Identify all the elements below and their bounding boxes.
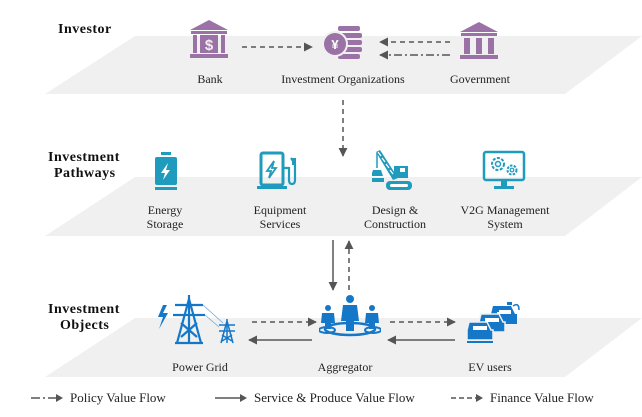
node-label-investment-organizations: Investment Organizations: [281, 72, 405, 86]
charging-station-icon: [257, 151, 297, 189]
power-tower-icon: [158, 295, 235, 345]
node-label-ev-users: EV users: [468, 360, 512, 374]
node-label-design-construction: Design & Construction: [350, 203, 440, 231]
legend-label-service: Service & Produce Value Flow: [254, 390, 415, 405]
node-label-v2g-management-system-line2: System: [487, 217, 523, 231]
battery-icon: [155, 152, 177, 190]
node-label-design-construction-line2: Construction: [364, 217, 426, 231]
government-building-icon: [460, 22, 498, 59]
node-label-v2g-management-system: V2G Management System: [450, 203, 560, 231]
node-label-government: Government: [450, 72, 510, 86]
pathways-plane: [45, 177, 642, 236]
legend-item-service: Service & Produce Value Flow: [214, 390, 415, 406]
lightning-bolt-icon: [158, 305, 168, 329]
node-label-energy-storage-line2: Storage: [146, 217, 184, 231]
svg-text:¥: ¥: [331, 37, 339, 52]
finance-flow-arrow-icon: [451, 394, 483, 402]
node-label-design-construction-line1: Design &: [371, 203, 419, 217]
legend-label-policy: Policy Value Flow: [70, 390, 166, 405]
layer-label-pathways-line2: Pathways: [54, 166, 116, 181]
legend-item-finance: Finance Value Flow: [450, 390, 594, 406]
legend-item-policy: Policy Value Flow: [30, 390, 166, 406]
layer-label-pathways-line1: Investment: [48, 150, 120, 165]
people-group-icon: [319, 295, 381, 337]
crane-icon: [372, 150, 412, 190]
monitor-gears-icon: [482, 150, 526, 189]
node-label-bank: Bank: [197, 72, 223, 86]
layer-label-objects-line1: Investment: [48, 302, 120, 317]
legend-label-finance: Finance Value Flow: [490, 390, 594, 405]
node-label-energy-storage: Energy Storage: [135, 203, 195, 231]
service-flow-arrow-icon: [215, 394, 247, 402]
layer-label-objects-line2: Objects: [60, 318, 110, 333]
layer-label-objects: Investment Objects: [48, 302, 120, 334]
layer-label-pathways: Investment Pathways: [48, 150, 120, 182]
node-label-equipment-services-line2: Services: [259, 217, 301, 231]
policy-flow-arrow-icon: [31, 394, 63, 402]
node-label-equipment-services: Equipment Services: [240, 203, 320, 231]
bank-dollar-icon: $: [190, 20, 228, 58]
node-label-energy-storage-line1: Energy: [147, 203, 183, 217]
node-label-v2g-management-system-line1: V2G Management: [460, 203, 550, 217]
electric-cars-icon: [466, 302, 520, 343]
svg-text:$: $: [205, 37, 214, 54]
node-label-aggregator: Aggregator: [317, 360, 373, 374]
layer-label-investor: Investor: [58, 22, 112, 37]
node-label-power-grid: Power Grid: [172, 360, 228, 374]
node-label-equipment-services-line1: Equipment: [253, 203, 307, 217]
coin-stack-yen-icon: ¥: [322, 26, 362, 59]
